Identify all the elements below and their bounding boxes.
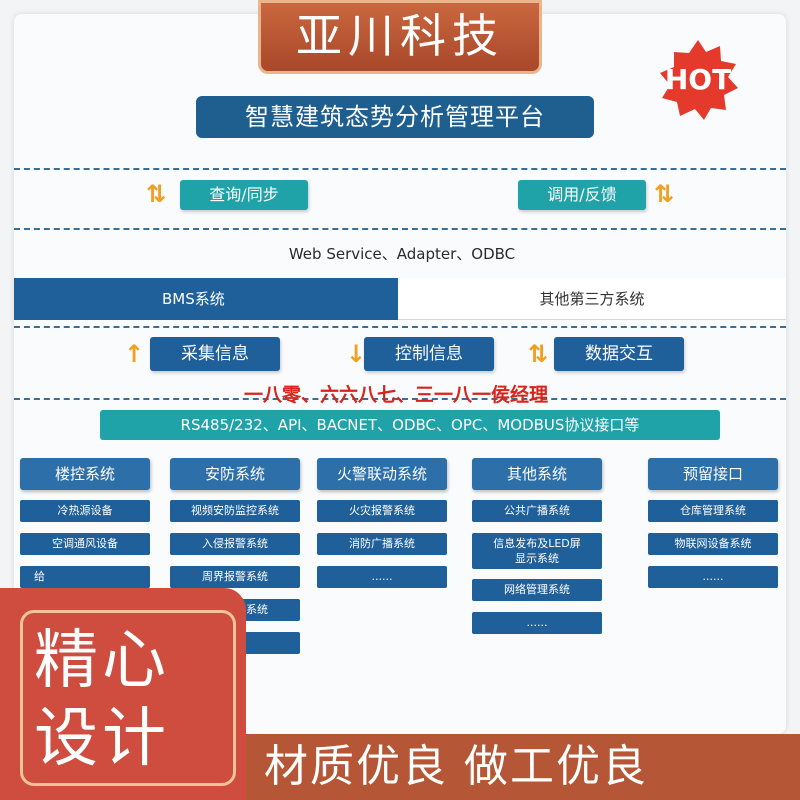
third-party-system-bar: 其他第三方系统 bbox=[398, 278, 786, 320]
column-head-reserved-interface[interactable]: 预留接口 bbox=[648, 458, 778, 490]
list-item[interactable]: 视频安防监控系统 bbox=[170, 500, 300, 522]
collect-info-button[interactable]: 采集信息 bbox=[150, 337, 280, 371]
slogan-bar bbox=[246, 734, 800, 800]
list-item[interactable]: 信息发布及LED屏 显示系统 bbox=[472, 533, 602, 569]
list-item[interactable]: 仓库管理系统 bbox=[648, 500, 778, 522]
data-exchange-button[interactable]: 数据交互 bbox=[554, 337, 684, 371]
list-item-line: 显示系统 bbox=[515, 552, 559, 565]
stamp-text: 精心 设计 bbox=[34, 622, 234, 778]
stamp-line: 精心 bbox=[34, 624, 170, 698]
divider-dashed bbox=[14, 326, 786, 328]
query-sync-button[interactable]: 查询/同步 bbox=[180, 180, 308, 210]
divider-dashed bbox=[14, 398, 786, 400]
list-item[interactable]: 给 bbox=[20, 566, 150, 588]
list-item[interactable]: 火灾报警系统 bbox=[317, 500, 447, 522]
updown-arrow-icon: ⇅ bbox=[528, 340, 549, 368]
stamp-line: 设计 bbox=[34, 702, 170, 776]
down-arrow-icon: ↓ bbox=[346, 340, 367, 368]
divider-dashed bbox=[14, 168, 786, 170]
list-item[interactable]: 空调通风设备 bbox=[20, 533, 150, 555]
column-head-other-systems[interactable]: 其他系统 bbox=[472, 458, 602, 490]
platform-title: 智慧建筑态势分析管理平台 bbox=[196, 96, 594, 138]
control-info-button[interactable]: 控制信息 bbox=[364, 337, 494, 371]
stamp-frame bbox=[20, 610, 236, 786]
list-item[interactable]: 入侵报警系统 bbox=[170, 533, 300, 555]
slogan-text: 材质优良 做工优良 bbox=[264, 741, 648, 792]
divider-dashed bbox=[14, 228, 786, 230]
list-item-line: 信息发布及LED屏 bbox=[493, 537, 581, 550]
call-feedback-button[interactable]: 调用/反馈 bbox=[518, 180, 646, 210]
list-item[interactable]: 周界报警系统 bbox=[170, 566, 300, 588]
brand-banner: 亚川科技 bbox=[258, 0, 542, 74]
up-arrow-icon: ↑ bbox=[124, 340, 145, 368]
list-item[interactable]: 网络管理系统 bbox=[472, 579, 602, 601]
protocols-bottom: RS485/232、API、BACNET、ODBC、OPC、MODBUS协议接口… bbox=[100, 410, 720, 440]
column-head-fire-alarm[interactable]: 火警联动系统 bbox=[317, 458, 447, 490]
list-item[interactable]: 公共广播系统 bbox=[472, 500, 602, 522]
list-item[interactable]: 消防广播系统 bbox=[317, 533, 447, 555]
column-head-security[interactable]: 安防系统 bbox=[170, 458, 300, 490]
phone-watermark: 一八零、六六八七、三一八一侯经理 bbox=[243, 384, 548, 406]
list-item[interactable]: ...... bbox=[472, 612, 602, 634]
design-stamp: 精心 设计 bbox=[0, 588, 246, 800]
list-item[interactable]: ...... bbox=[648, 566, 778, 588]
updown-arrow-icon: ⇅ bbox=[146, 180, 167, 208]
column-head-building-control[interactable]: 楼控系统 bbox=[20, 458, 150, 490]
badge-star-icon bbox=[660, 40, 738, 120]
protocols-top: Web Service、Adapter、ODBC bbox=[288, 245, 516, 263]
bms-system-bar: BMS系统 bbox=[14, 278, 398, 320]
hot-badge: HOT bbox=[658, 40, 738, 120]
hot-label: HOT bbox=[664, 63, 732, 96]
list-item[interactable]: ...... bbox=[317, 566, 447, 588]
list-item[interactable]: 冷热源设备 bbox=[20, 500, 150, 522]
list-item[interactable]: 物联网设备系统 bbox=[648, 533, 778, 555]
updown-arrow-icon: ⇅ bbox=[654, 180, 675, 208]
